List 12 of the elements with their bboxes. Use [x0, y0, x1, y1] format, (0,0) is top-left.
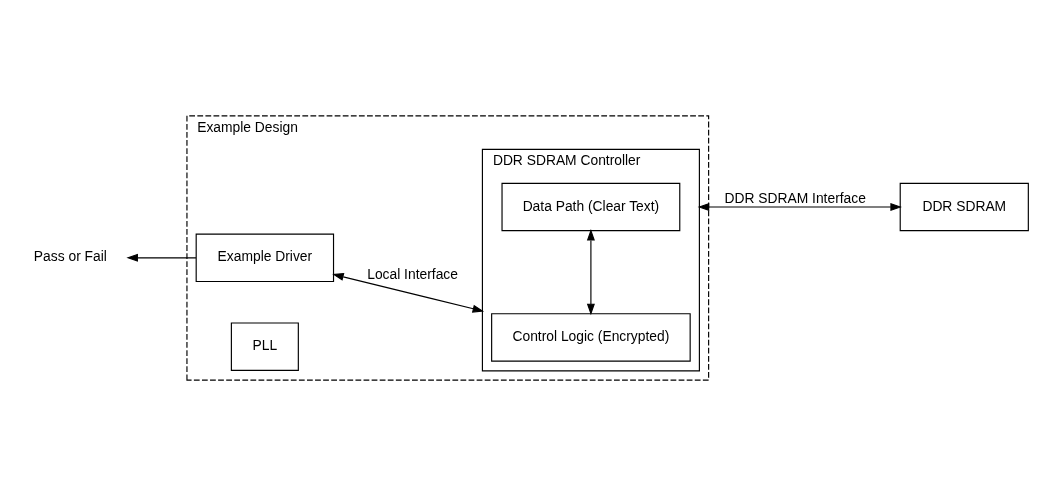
- arrow: [586, 229, 595, 316]
- node-box: Control Logic (Encrypted): [491, 313, 691, 362]
- node-box: PLL: [230, 322, 299, 371]
- edge-label: DDR SDRAM Interface: [724, 190, 866, 207]
- node-box: DDR SDRAM: [899, 182, 1029, 232]
- node-text: Pass or Fail: [33, 248, 107, 265]
- node-box: Example Driver: [195, 233, 335, 283]
- arrow: [126, 253, 197, 262]
- arrow: [332, 272, 485, 313]
- node-box: Data Path (Clear Text): [501, 182, 681, 232]
- edge-label: Local Interface: [367, 266, 458, 283]
- arrow: [697, 203, 902, 212]
